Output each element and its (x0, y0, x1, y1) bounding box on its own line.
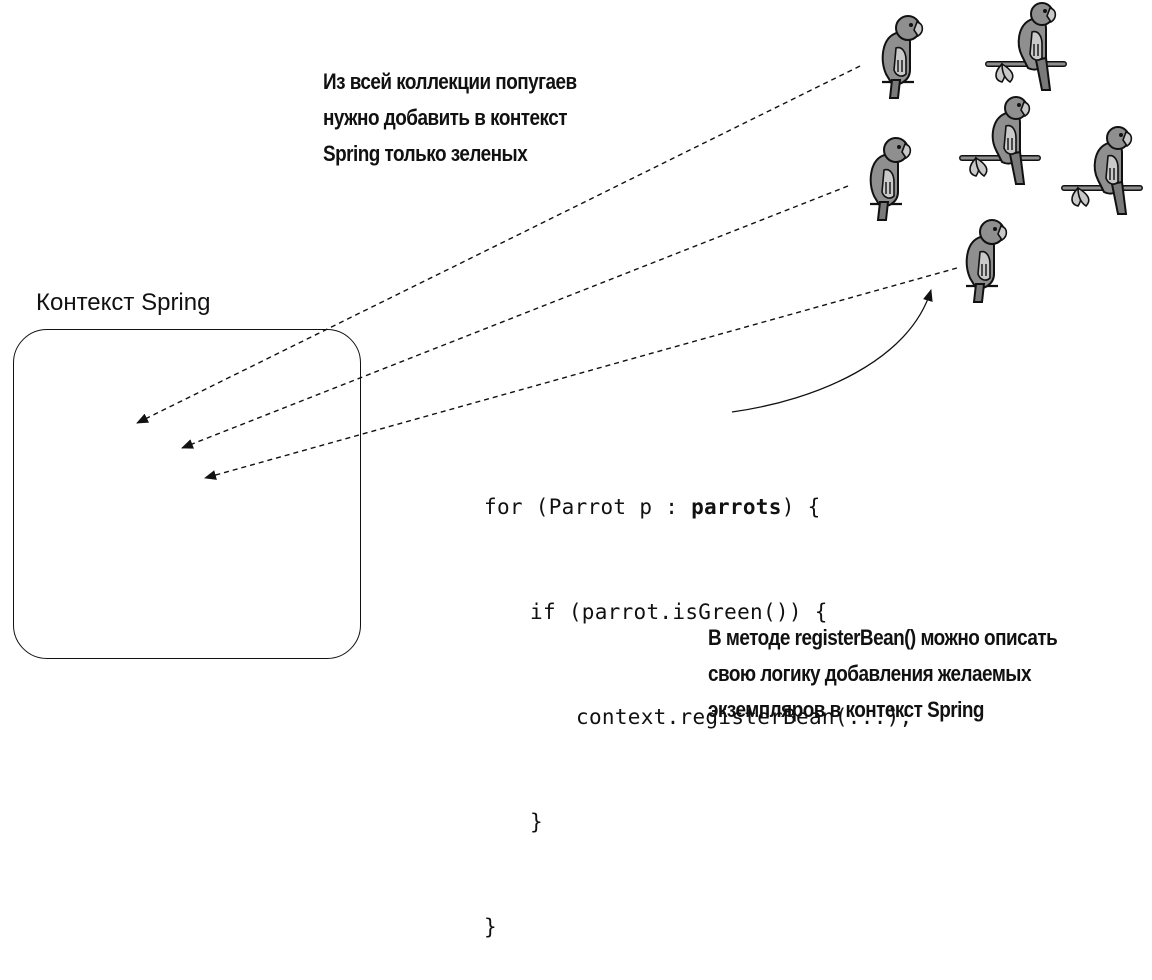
parrot-on-branch-icon-3 (1064, 127, 1140, 214)
arrow-3 (204, 267, 958, 480)
parrot-icon-3 (964, 218, 1008, 304)
spring-context-box (13, 329, 361, 659)
bottom-annotation: В методе registerBean() можно описать св… (708, 620, 1058, 728)
code-line-1: for (Parrot p : parrots) { (484, 490, 913, 525)
context-label: Контекст Spring (36, 289, 211, 316)
bottom-annotation-line-1: В методе registerBean() можно описать (708, 625, 1058, 650)
top-annotation-line-3: Spring только зеленых (323, 141, 528, 166)
diagram-graphics (136, 0, 1152, 480)
code-line-2: if (parrot.isGreen()) { (530, 600, 828, 624)
parrot-icon-2 (868, 136, 912, 222)
code-line-5: } (484, 915, 497, 939)
bottom-annotation-line-2: свою логику добавления желаемых (708, 661, 1031, 686)
code-snippet: for (Parrot p : parrots) { if (parrot.is… (484, 420, 913, 980)
top-annotation: Из всей коллекции попугаев нужно добавит… (323, 64, 577, 172)
arrow-1 (136, 65, 861, 424)
code-line-1-suffix: ) { (781, 495, 821, 519)
arrow-2 (181, 185, 849, 449)
parrot-on-branch-icon-1 (988, 3, 1064, 90)
code-line-1-prefix: for (Parrot p : (484, 495, 692, 519)
code-line-4: } (530, 810, 543, 834)
code-line-3: context.registerBean(...); (576, 705, 913, 729)
curved-arrow (731, 289, 933, 413)
top-annotation-line-2: нужно добавить в контекст (323, 105, 568, 130)
bottom-annotation-line-3: экземпляров в контекст Spring (708, 697, 984, 722)
code-line-1-bold: parrots (691, 495, 782, 519)
parrot-on-branch-icon-2 (962, 97, 1038, 184)
parrot-icon-1 (880, 14, 924, 100)
top-annotation-line-1: Из всей коллекции попугаев (323, 69, 577, 94)
